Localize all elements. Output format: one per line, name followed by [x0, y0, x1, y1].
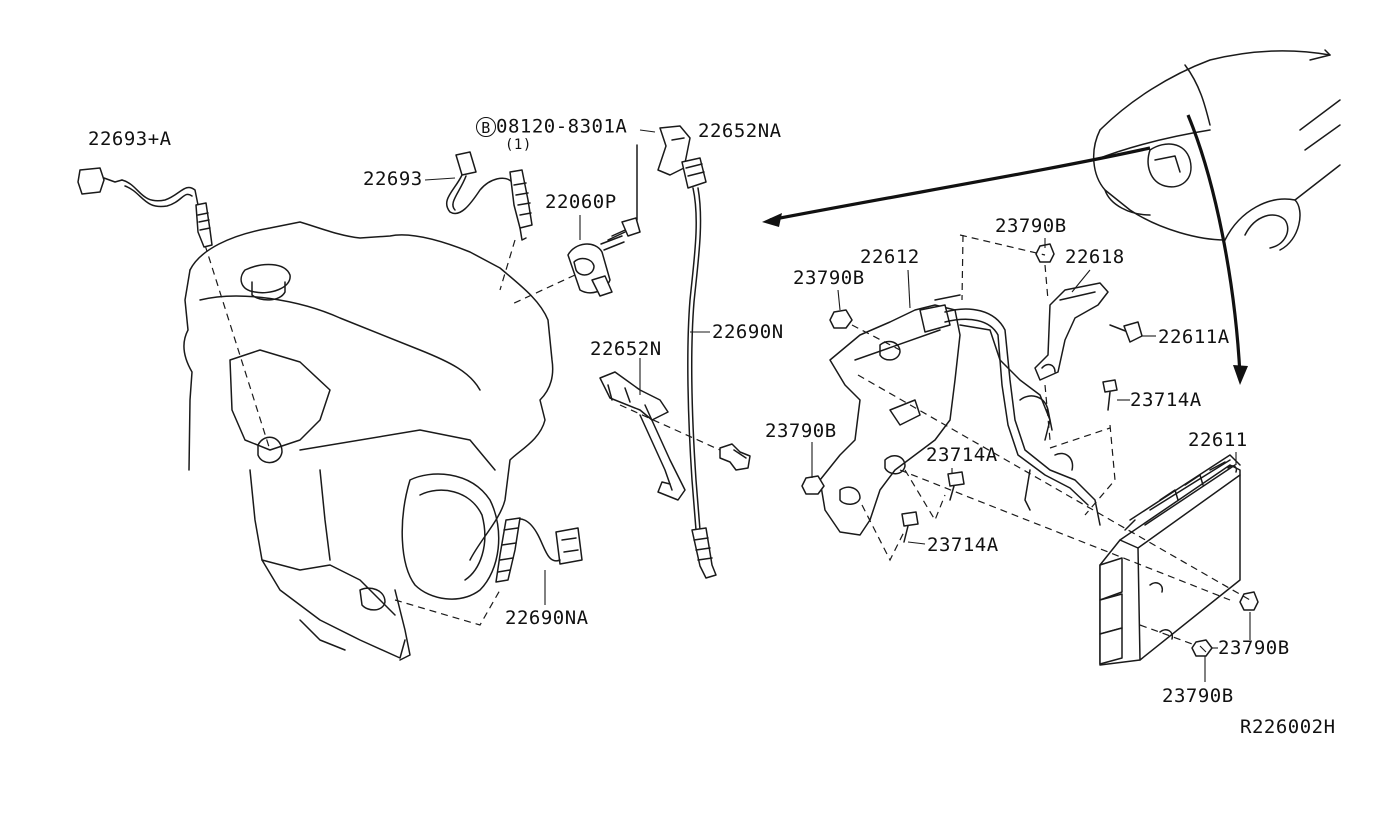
bolt-23714a-b [947, 471, 965, 501]
nut-23790b-e [1191, 639, 1213, 657]
label-23714a-2: 23714A [926, 444, 998, 466]
diagram-reference-id: R226002H [1240, 716, 1336, 738]
sensor-22690na [495, 517, 583, 583]
circled-b-mark: B [476, 117, 496, 137]
label-08120-quantity: (1) [505, 137, 532, 153]
label-23714a-3: 23714A [927, 534, 999, 556]
label-22693-a: 22693+A [88, 128, 172, 150]
label-22612: 22612 [860, 246, 920, 268]
bracket-22612 [819, 294, 961, 536]
bolt-23714a-a [1102, 379, 1118, 411]
label-23790b-2: 23790B [995, 215, 1067, 237]
location-arrow-down [1186, 114, 1242, 376]
arrow-head-left [762, 213, 782, 227]
ecu-22611 [1099, 454, 1241, 666]
label-23714a-1: 23714A [1130, 389, 1202, 411]
bolt-22611a [1109, 321, 1143, 343]
sensor-22693-a [77, 167, 213, 248]
nut-23790b-b [1035, 243, 1055, 263]
knock-sensor-22060p [567, 144, 641, 297]
label-22652na: 22652NA [698, 120, 782, 142]
label-23790b-1: 23790B [793, 267, 865, 289]
sensor-22693 [445, 151, 533, 241]
label-22693: 22693 [363, 168, 423, 190]
label-23790b-3: 23790B [765, 420, 837, 442]
label-22690n: 22690N [712, 321, 784, 343]
label-22690na: 22690NA [505, 607, 589, 629]
bracket-22652n [599, 371, 686, 501]
wiring-harness [944, 308, 1101, 526]
bolt-23714a-c [901, 511, 919, 543]
sensor-22690n [681, 157, 717, 579]
label-23790b-4: 23790B [1218, 637, 1290, 659]
label-22060p: 22060P [545, 191, 617, 213]
label-22618: 22618 [1065, 246, 1125, 268]
nut-23790b-a [829, 309, 853, 329]
label-22611a: 22611A [1158, 326, 1230, 348]
bolt-22652n [719, 443, 751, 471]
label-22611: 22611 [1188, 429, 1248, 451]
vehicle-view [1092, 49, 1341, 251]
location-arrow-left [769, 146, 1151, 222]
nut-23790b-c [801, 475, 825, 495]
engine-block [183, 221, 554, 661]
nut-23790b-d [1239, 591, 1259, 611]
bracket-22618 [1034, 282, 1109, 381]
label-22652n: 22652N [590, 338, 662, 360]
label-23790b-5: 23790B [1162, 685, 1234, 707]
label-08120-8301a-text: 08120-8301A [496, 115, 628, 138]
arrow-head-down [1233, 365, 1248, 385]
